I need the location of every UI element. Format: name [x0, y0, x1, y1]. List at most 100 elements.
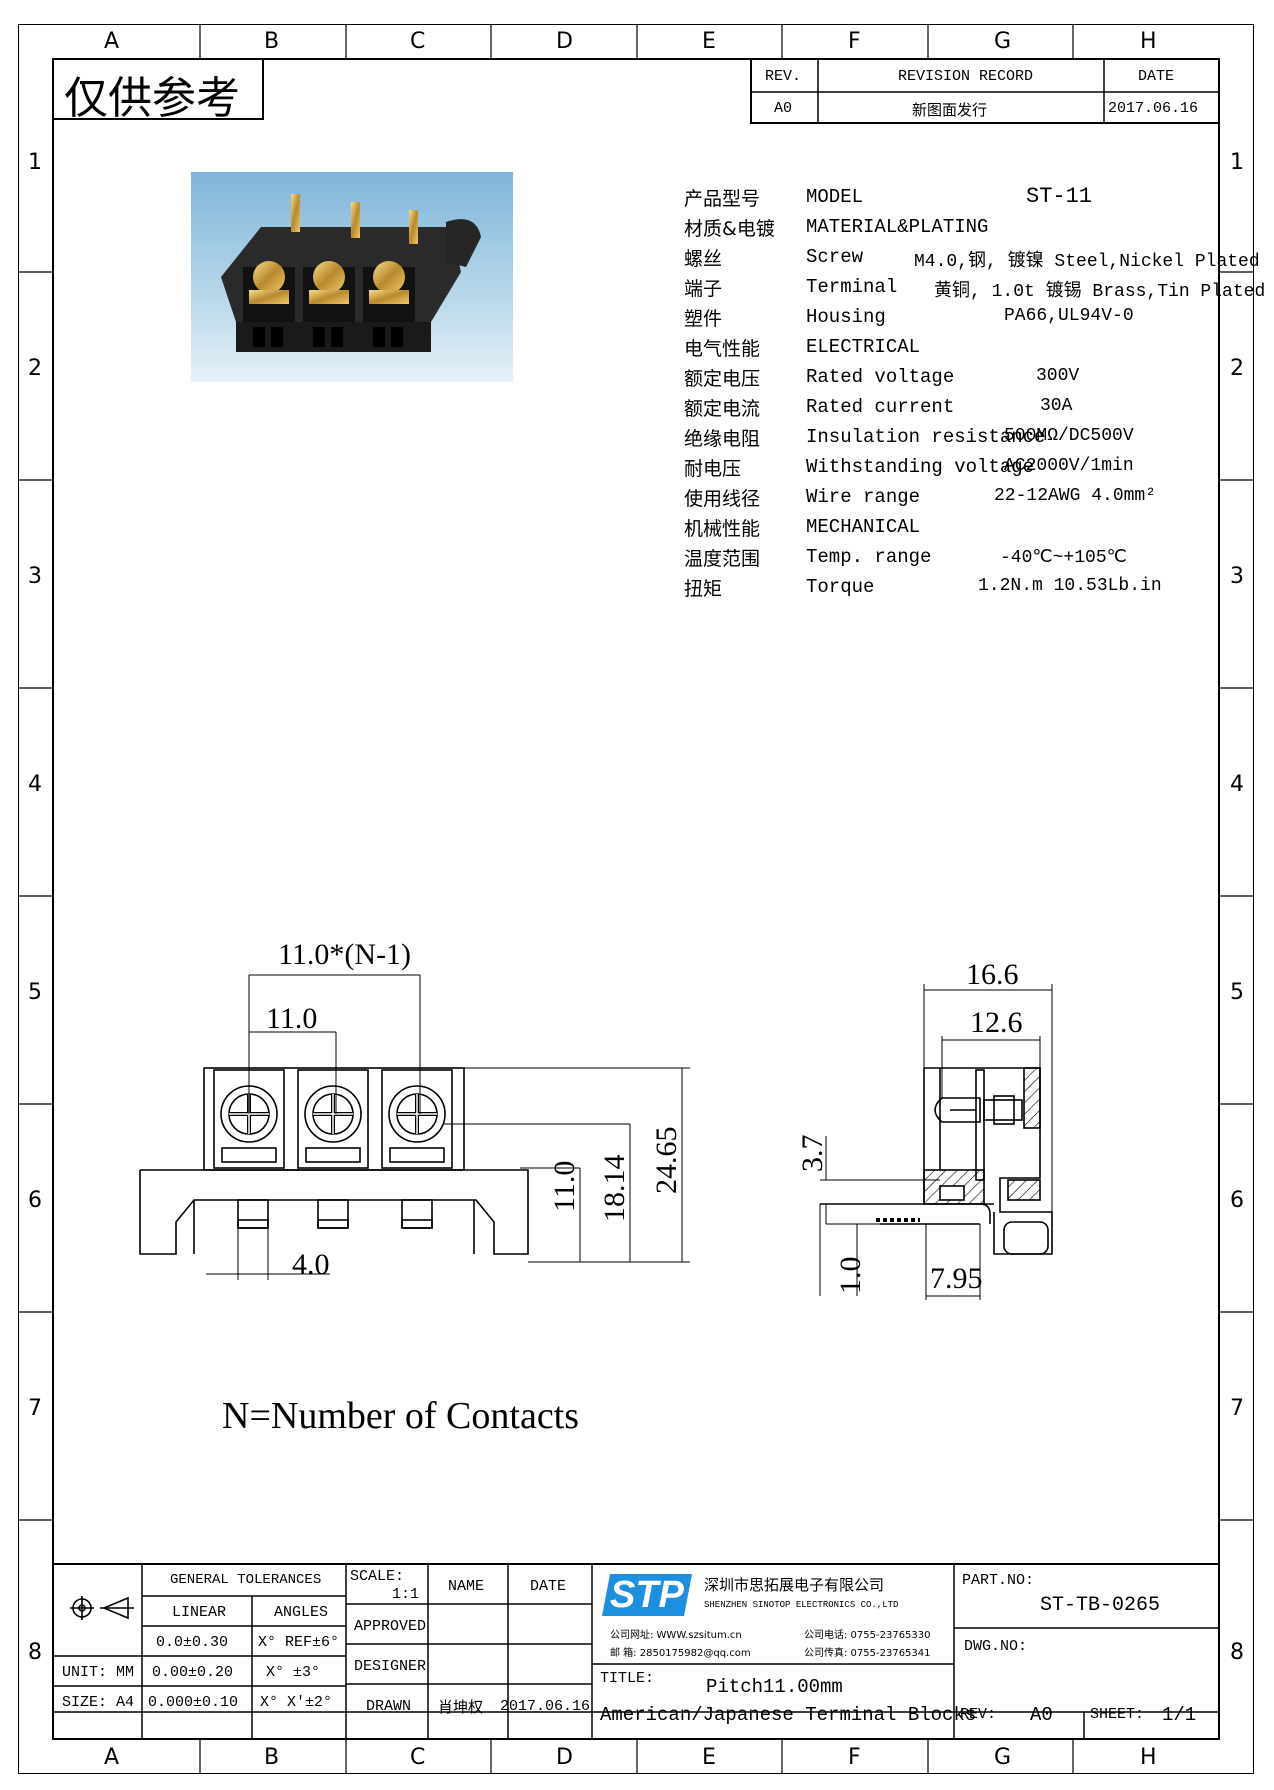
row-label: 8 [28, 1640, 42, 1665]
revision-record-value: 新图面发行 [912, 101, 988, 119]
angles-label: ANGLES [274, 1604, 329, 1621]
spec-value: -40℃~+105℃ [1000, 548, 1127, 568]
rev-label: REV: [960, 1706, 997, 1723]
outer-border [18, 24, 1254, 1774]
drawn-date: 2017.06.16 [500, 1698, 591, 1715]
col-label: D [556, 1745, 573, 1770]
dim-d3: 7.95 [930, 1262, 983, 1295]
row-label: 6 [1230, 1188, 1244, 1213]
company-fax: 公司传真: 0755-23765341 [804, 1648, 931, 1659]
rev-value: A0 [774, 100, 793, 117]
col-label: F [848, 1745, 861, 1770]
designer-label: DESIGNER [354, 1658, 427, 1675]
drawn-label: DRAWN [366, 1698, 412, 1715]
approved-label: APPROVED [354, 1618, 427, 1635]
scale-value: 1:1 [392, 1586, 420, 1603]
spec-value: 1.2N.m 10.53Lb.in [978, 576, 1162, 596]
spec-value: M4.0,钢, 镀镍 Steel,Nickel Plated [914, 252, 1260, 272]
spec-cn: 螺丝 [684, 248, 723, 270]
row-label: 1 [28, 150, 42, 175]
date-header: DATE [530, 1578, 567, 1595]
row-label: 2 [28, 356, 42, 381]
spec-en: Temp. range [806, 546, 932, 568]
spec-cn: 使用线径 [684, 488, 761, 510]
dim-foot: 4.0 [292, 1248, 330, 1281]
col-label: A [104, 1745, 120, 1770]
spec-en: MATERIAL&PLATING [806, 216, 989, 238]
company-name-en: SHENZHEN SINOTOP ELECTRONICS CO.,LTD [704, 1600, 899, 1610]
col-label: G [994, 29, 1012, 54]
spec-cn: 额定电压 [684, 368, 761, 390]
spec-en: Withstanding voltage [806, 456, 1035, 478]
dim-pitch-n: 11.0*(N-1) [278, 938, 412, 971]
row-label: 8 [1230, 1640, 1244, 1665]
col-label: H [1140, 29, 1157, 54]
inner-border [52, 58, 1220, 1740]
row-label: 3 [28, 564, 42, 589]
row-label: 1 [1230, 150, 1244, 175]
spec-value: 22-12AWG 4.0mm² [994, 486, 1157, 506]
spec-value: PA66,UL94V-0 [1004, 306, 1134, 326]
spec-en: ELECTRICAL [806, 336, 921, 358]
row-label: 7 [1230, 1396, 1244, 1421]
spec-cn: 扭矩 [684, 578, 723, 600]
company-email: 邮 箱: 2850175982@qq.com [610, 1648, 751, 1659]
revision-date-value: 2017.06.16 [1108, 100, 1199, 117]
company-logo: STP [600, 1572, 696, 1618]
stp-logo-icon [602, 1574, 692, 1616]
col-label: F [848, 29, 861, 54]
angle-tol-1: X° REF±6° [258, 1634, 340, 1651]
spec-cn: 耐电压 [684, 458, 742, 480]
sheet-value: 1/1 [1162, 1704, 1197, 1726]
spec-value: 300V [1036, 366, 1080, 386]
col-label: A [104, 29, 120, 54]
spec-value: 黄铜, 1.0t 镀锡 Brass,Tin Plated [934, 282, 1266, 302]
spec-value: 30A [1040, 396, 1073, 416]
title-label: TITLE: [600, 1670, 655, 1687]
projection-symbol-icon [70, 1596, 134, 1620]
row-label: 5 [28, 980, 42, 1005]
spec-en: Screw [806, 246, 864, 268]
scale-label: SCALE: [350, 1568, 405, 1585]
spec-cn: 电气性能 [684, 338, 761, 360]
spec-en: MECHANICAL [806, 516, 921, 538]
drawn-name: 肖坤权 [438, 1698, 484, 1716]
spec-cn: 额定电流 [684, 398, 761, 420]
company-phone: 公司电话: 0755-23765330 [804, 1630, 931, 1641]
date-header: DATE [1138, 68, 1175, 85]
general-tolerances-label: GENERAL TOLERANCES [170, 1572, 322, 1588]
unit-label: UNIT: MM [62, 1664, 135, 1681]
spec-cn: 机械性能 [684, 518, 761, 540]
spec-en: Housing [806, 306, 886, 328]
revision-grid [750, 60, 1220, 124]
sheet-label: SHEET: [1090, 1706, 1145, 1723]
col-label: B [264, 1745, 280, 1770]
linear-label: LINEAR [172, 1604, 227, 1621]
row-label: 4 [1230, 772, 1244, 797]
spec-en: Insulation resistance [806, 426, 1046, 448]
row-label: 2 [1230, 356, 1244, 381]
spec-en: Rated voltage [806, 366, 955, 388]
dim-w2: 12.6 [970, 1006, 1023, 1039]
row-label: 3 [1230, 564, 1244, 589]
col-label: C [410, 1745, 426, 1770]
spec-cn: 材质&电镀 [684, 218, 775, 240]
company-name-cn: 深圳市思拓展电子有限公司 [704, 1576, 885, 1594]
spec-en: Terminal [806, 276, 898, 298]
col-label: G [994, 1745, 1012, 1770]
part-no-value: ST-TB-0265 [1040, 1594, 1161, 1617]
name-header: NAME [448, 1578, 485, 1595]
col-label: B [264, 29, 280, 54]
linear-tol-2: 0.00±0.20 [152, 1664, 234, 1681]
spec-cn: 温度范围 [684, 548, 761, 570]
contacts-note: N=Number of Contacts [222, 1395, 580, 1437]
spec-value: 500MΩ/DC500V [1004, 426, 1134, 446]
col-label: H [1140, 1745, 1157, 1770]
linear-tol-1: 0.0±0.30 [156, 1634, 229, 1651]
title-line-2: American/Japanese Terminal Blocks [600, 1704, 977, 1726]
linear-tol-3: 0.000±0.10 [148, 1694, 239, 1711]
spec-cn: 端子 [684, 278, 723, 300]
